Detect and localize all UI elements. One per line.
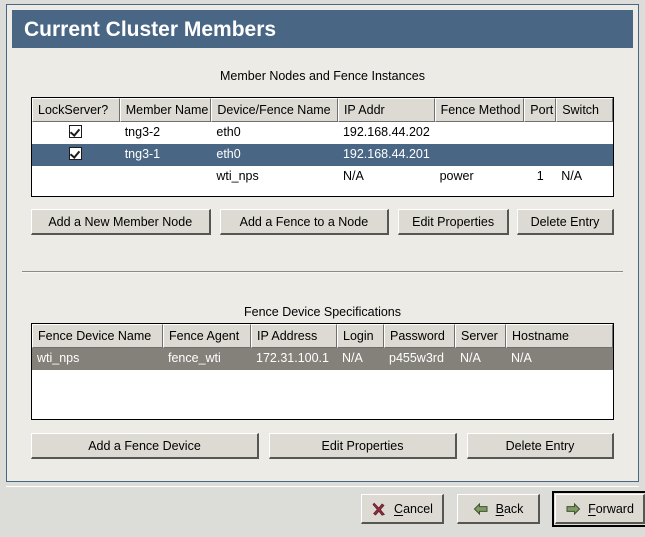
cell-switch: [556, 144, 613, 166]
fence-buttons-row: Add a Fence Device Edit Properties Delet…: [31, 433, 614, 459]
cell-device-fence-name: eth0: [216, 147, 241, 161]
column-header-fence-method[interactable]: Fence Method: [434, 98, 525, 122]
cell-member-name: tng3-2: [124, 125, 161, 139]
cell-login: N/A: [342, 351, 363, 365]
member-buttons-row: Add a New Member Node Add a Fence to a N…: [31, 209, 614, 235]
member-nodes-table[interactable]: LockServer? Member Name Device/Fence Nam…: [31, 97, 614, 197]
cell-switch: [556, 122, 613, 144]
dialog-titlebar: Current Cluster Members: [12, 10, 633, 48]
members-section-caption: Member Nodes and Fence Instances: [220, 69, 425, 83]
cell-ip-addr: 192.168.44.201: [342, 147, 430, 161]
column-header-switch[interactable]: Switch: [556, 98, 613, 122]
checkbox-checked-icon[interactable]: [69, 125, 83, 138]
cell-hostname: N/A: [511, 351, 532, 365]
table-row[interactable]: wti_nps fence_wti 172.31.100.1 N/A p455w…: [32, 348, 613, 370]
member-table-header: LockServer? Member Name Device/Fence Nam…: [32, 98, 613, 122]
column-header-fence-device-name[interactable]: Fence Device Name: [32, 324, 163, 348]
cell-fence-agent: fence_wti: [168, 351, 221, 365]
fence-delete-entry-button[interactable]: Delete Entry: [467, 433, 614, 459]
table-row[interactable]: wti_nps N/A power 1 N/A: [32, 166, 613, 188]
cell-server: N/A: [460, 351, 481, 365]
cell-lockserver[interactable]: [32, 122, 120, 144]
cell-ip-addr: 192.168.44.202: [342, 125, 430, 139]
add-fence-device-button[interactable]: Add a Fence Device: [31, 433, 259, 459]
column-header-port[interactable]: Port: [524, 98, 557, 122]
dialog-window: Current Cluster Members Member Nodes and…: [6, 4, 639, 482]
cell-lockserver: [32, 166, 120, 188]
page-title: Current Cluster Members: [24, 18, 277, 41]
cancel-button-label: Cancel: [394, 501, 433, 516]
table-row[interactable]: tng3-1 eth0 192.168.44.201: [32, 144, 613, 166]
cell-fence-method: power: [439, 169, 474, 183]
column-header-login[interactable]: Login: [337, 324, 384, 348]
cancel-button[interactable]: Cancel: [361, 494, 444, 524]
fence-edit-properties-button[interactable]: Edit Properties: [269, 433, 457, 459]
cell-device-fence-name: wti_nps: [216, 169, 259, 183]
back-button[interactable]: Back: [457, 494, 540, 524]
navigation-bar: Cancel Back Forward: [6, 486, 645, 532]
table-row[interactable]: tng3-2 eth0 192.168.44.202: [32, 122, 613, 144]
fence-table-body: wti_nps fence_wti 172.31.100.1 N/A p455w…: [32, 348, 613, 370]
section-divider: [22, 271, 623, 273]
arrow-right-icon: [565, 501, 581, 517]
cell-password: p455w3rd: [389, 351, 444, 365]
fence-devices-table[interactable]: Fence Device Name Fence Agent IP Address…: [31, 323, 614, 420]
column-header-member-name[interactable]: Member Name: [119, 98, 212, 122]
cell-member-name: tng3-1: [124, 147, 161, 161]
member-table-body: tng3-2 eth0 192.168.44.202 tng3-1 eth0 1…: [32, 122, 613, 188]
cell-port: [524, 144, 556, 166]
navbar-divider: [6, 486, 639, 487]
column-header-server[interactable]: Server: [455, 324, 506, 348]
fence-table-header: Fence Device Name Fence Agent IP Address…: [32, 324, 613, 348]
fence-section-caption: Fence Device Specifications: [243, 305, 402, 319]
member-edit-properties-button[interactable]: Edit Properties: [398, 209, 509, 235]
cell-member-name: [120, 166, 212, 188]
column-header-device-fence-name[interactable]: Device/Fence Name: [211, 98, 338, 122]
cell-ip-address: 172.31.100.1: [256, 351, 329, 365]
cell-fence-method: [435, 144, 525, 166]
add-fence-to-node-button[interactable]: Add a Fence to a Node: [219, 209, 390, 235]
cell-switch: N/A: [561, 169, 583, 183]
cell-fence-device-name: wti_nps: [37, 351, 80, 365]
arrow-left-icon: [473, 501, 489, 517]
forward-button[interactable]: Forward: [552, 491, 645, 527]
column-header-lockserver[interactable]: LockServer?: [32, 98, 120, 122]
column-header-fence-agent[interactable]: Fence Agent: [163, 324, 251, 348]
column-header-ip-address[interactable]: IP Address: [251, 324, 337, 348]
cell-fence-method: [435, 122, 525, 144]
column-header-hostname[interactable]: Hostname: [506, 324, 613, 348]
column-header-password[interactable]: Password: [384, 324, 455, 348]
dialog-content: Member Nodes and Fence Instances LockSer…: [12, 53, 633, 477]
back-button-label: Back: [495, 501, 524, 516]
cell-port: 1: [536, 169, 544, 183]
cell-ip-addr: N/A: [342, 169, 364, 183]
add-new-member-node-button[interactable]: Add a New Member Node: [31, 209, 211, 235]
checkbox-checked-icon[interactable]: [69, 147, 83, 160]
cell-lockserver[interactable]: [32, 144, 120, 166]
member-delete-entry-button[interactable]: Delete Entry: [516, 209, 614, 235]
column-header-ip-addr[interactable]: IP Addr: [337, 98, 435, 122]
cancel-x-icon: [371, 501, 387, 517]
cell-port: [524, 122, 556, 144]
cell-device-fence-name: eth0: [216, 125, 241, 139]
forward-button-label: Forward: [588, 501, 634, 516]
